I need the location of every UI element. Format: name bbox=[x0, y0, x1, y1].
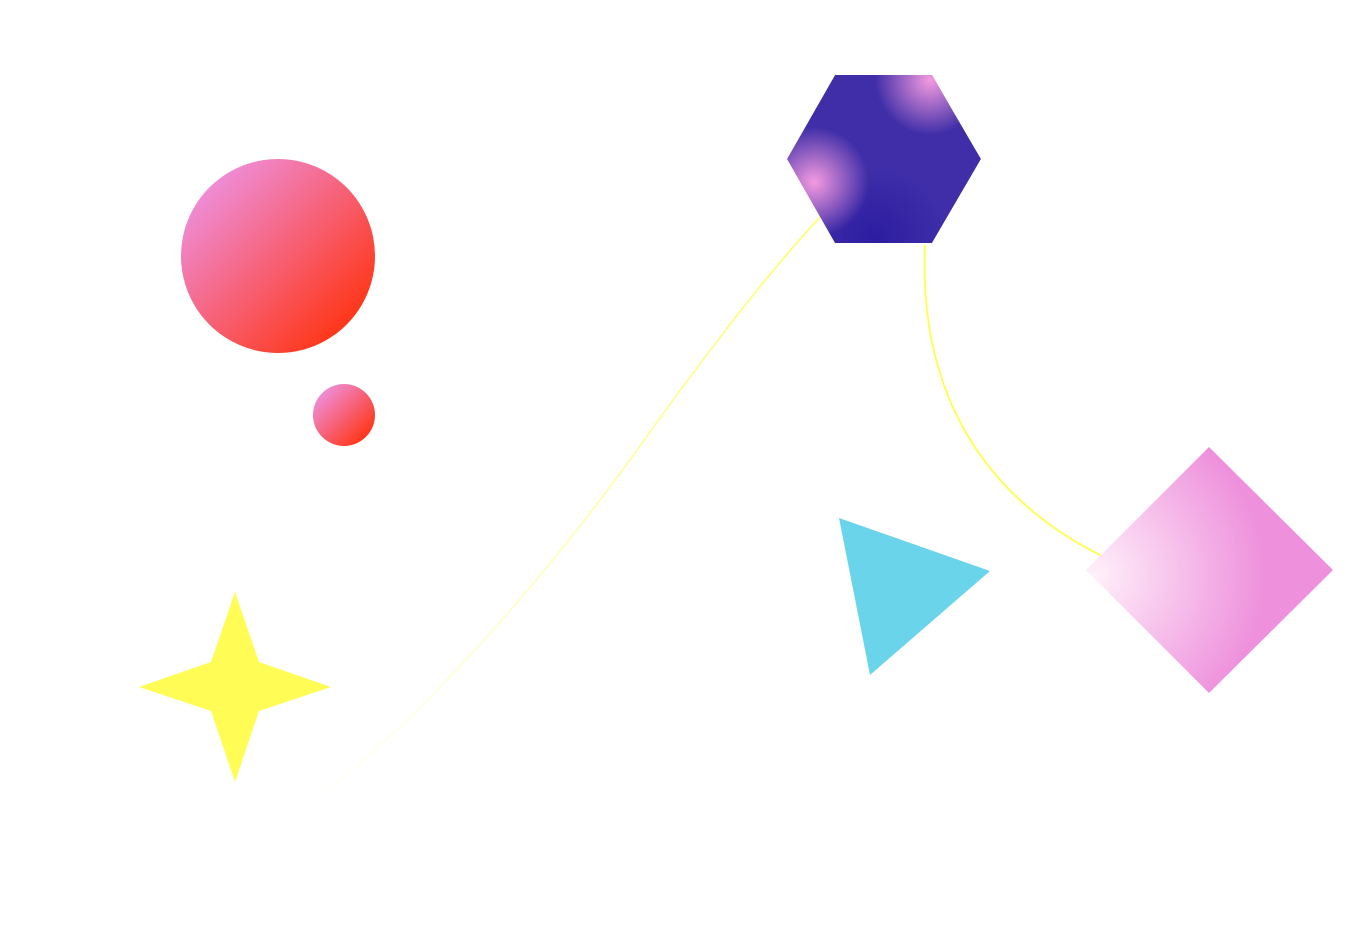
hexagon-glow-top-right bbox=[787, 75, 981, 243]
connector-curve-right bbox=[923, 244, 1103, 557]
triangle-shape bbox=[839, 518, 990, 675]
star-shape bbox=[139, 592, 331, 782]
connector-curve-left bbox=[299, 214, 823, 813]
large-circle-shape bbox=[181, 159, 375, 353]
diamond-shape bbox=[1086, 447, 1333, 693]
small-circle-shape bbox=[313, 384, 375, 446]
hexagon-shape bbox=[787, 75, 981, 243]
